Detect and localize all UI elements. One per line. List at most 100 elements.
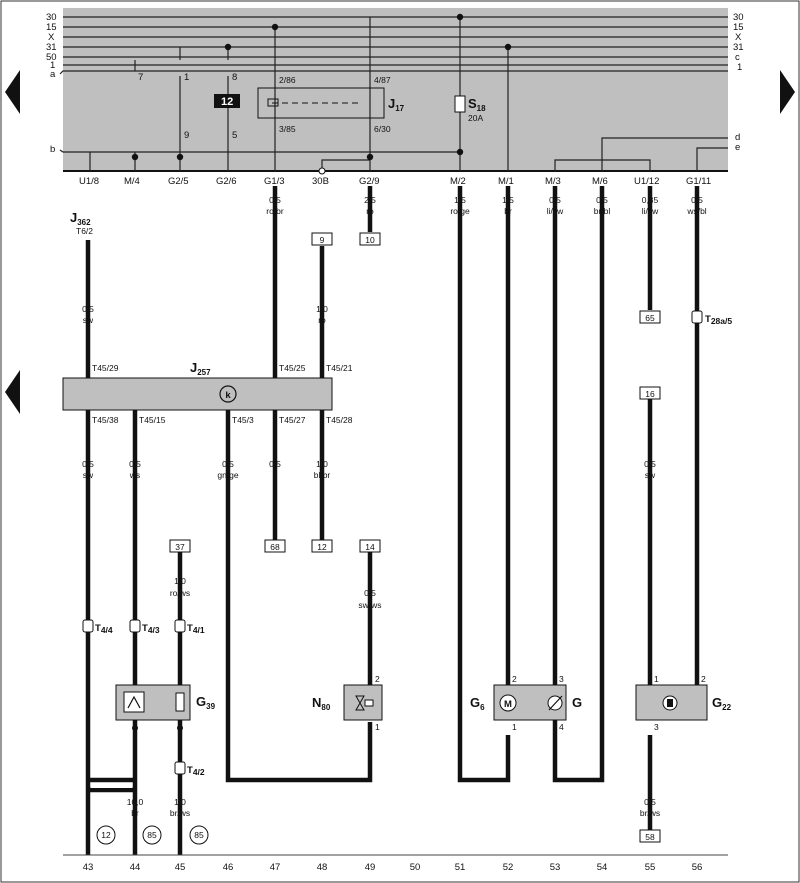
connectors-t4: T4/4 T4/3 T4/1 T4/2 [82,619,205,777]
power-rails [63,16,728,66]
connector-label: M/2 [450,176,466,187]
relay-j17-box [257,87,385,119]
j257-pin: T45/3 [232,415,254,425]
pin-number: 3 [654,722,659,732]
ref-box [264,539,286,553]
plug-icon [691,310,703,324]
wire-30b [321,159,370,171]
circle-refs: 12 85 85 [96,825,209,845]
column-number: 46 [223,862,234,873]
pin-label: 5 [232,130,237,141]
right-arrow-icon[interactable] [780,70,795,114]
rail-label-left: 1 [50,60,55,71]
rail-label-left: 31 [46,42,57,53]
wire-color: ws [129,470,140,480]
wire-size: 0,5 [596,195,608,205]
wire-size: 0,5 [644,459,656,469]
connector-label: U1/8 [79,176,99,187]
ref-number: 9 [320,235,325,245]
pin-number: 2 [375,674,380,684]
wire-size: 1,0 [316,459,328,469]
ref-number: 10 [365,235,375,245]
wire-size: 0,5 [82,304,94,314]
connector-label: M/4 [124,176,140,187]
junction-dot [177,725,183,731]
junction-dot [271,23,279,31]
t4-label: T4/2 [187,765,205,777]
column-number: 50 [410,862,421,873]
wire-color: sw [83,315,94,325]
relay-pin: 2/86 [279,75,296,85]
wire-color: ro [318,315,326,325]
relay-pin: 4/87 [374,75,391,85]
ref-number: 14 [365,542,375,552]
wire-size: 1,5 [502,195,514,205]
clock-icon [219,385,237,403]
ref-number: 68 [270,542,280,552]
j257-name: J257 [190,360,211,377]
wire-color: gn/ge [217,470,239,480]
column-number: 54 [597,862,608,873]
rail-label-left: 50 [46,52,57,63]
ref-box [311,232,333,246]
wire-size: 0,5 [364,588,376,598]
plug-icon [82,619,94,633]
circle-ref-number: 85 [194,830,204,840]
column-number: 56 [692,862,703,873]
wire-color: br/bl [594,206,611,216]
wire-53-54-loop [552,186,605,783]
ref-box [359,539,381,553]
junction-dot [131,153,139,161]
circle-ref [96,825,116,845]
column-number: 51 [455,862,466,873]
control-unit-j257 [62,377,333,411]
ref-box [311,539,333,553]
circle-ref-number: 85 [147,830,157,840]
wire-size: 10,0 [127,797,144,807]
relay-coil [267,98,279,107]
t4-label: T4/3 [142,623,160,635]
plug-icon [129,619,141,633]
g6-name: G6 [470,695,485,712]
j257-pin: T45/28 [326,415,353,425]
pin-label: 7 [138,72,143,83]
rail-label-right: c [735,52,740,63]
rail-label-right: 1 [737,62,742,73]
connector-label: G2/5 [168,176,189,187]
wire-e [696,147,728,171]
g22-name: G22 [712,695,732,712]
wire-46-loop [225,410,373,783]
wire-color: br [131,808,139,818]
wire-color: ws/bl [686,206,706,216]
column-number: 55 [645,862,656,873]
pin-label: 9 [184,130,189,141]
wire-size: 0,35 [642,195,659,205]
ref-number: 58 [645,832,655,842]
j257-pin: T45/29 [92,363,119,373]
wire-size: 1,5 [454,195,466,205]
wire-color: sw/ws [358,600,381,610]
junction-dot [132,725,138,731]
pin-number: 1 [512,722,517,732]
plug-icon [174,761,186,775]
n80-name: N80 [312,695,331,712]
column-number: 48 [317,862,328,873]
left-arrow-upper-icon[interactable] [5,70,20,114]
left-arrow-lower-icon[interactable] [5,370,20,414]
ref-box [639,829,661,843]
wire-label-d: d [735,132,740,143]
wire-color: li [273,470,277,480]
relay-id-badge [214,94,240,108]
column-number: 47 [270,862,281,873]
relay-pin: 3/85 [279,124,296,134]
wire-color: br/ws [640,808,660,818]
wire-b [59,149,460,153]
pin-number: 2 [701,674,706,684]
wire-label-e: e [735,142,740,153]
wire-size: 1,0 [316,304,328,314]
valve-icon [355,695,365,711]
harness-wires [85,186,700,855]
pin-label: 1 [184,72,189,83]
wire-size: 0,5 [82,459,94,469]
